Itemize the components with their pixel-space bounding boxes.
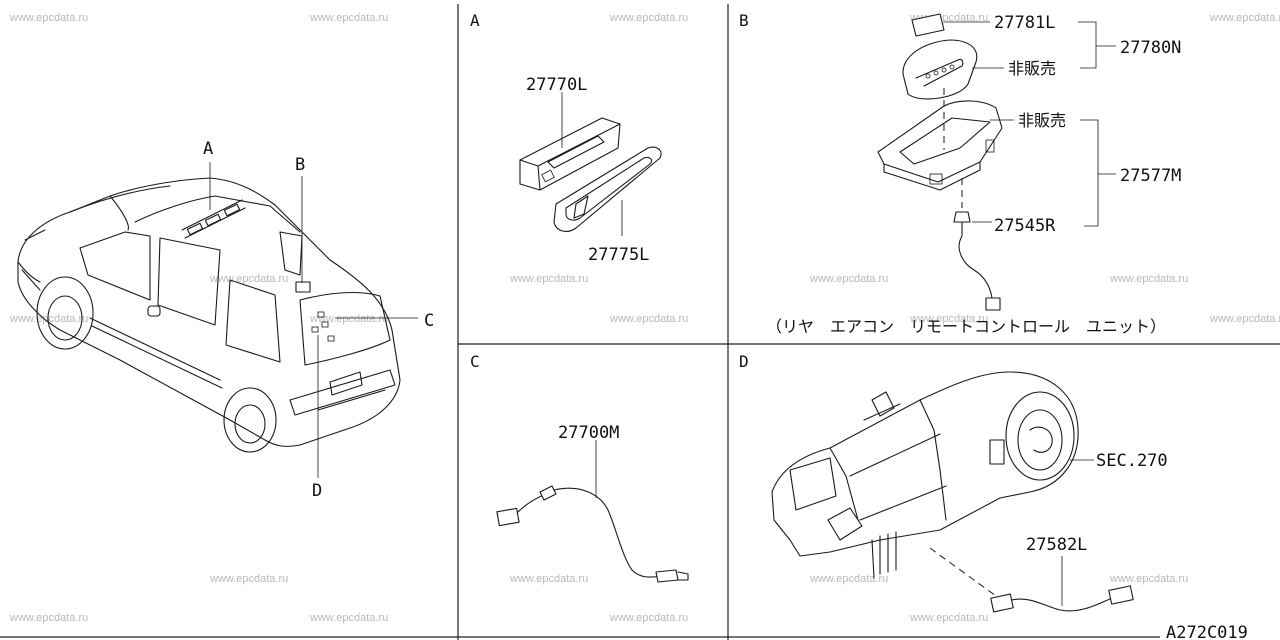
watermark: www.epcdata.ru <box>209 273 288 285</box>
panel-dividers <box>0 4 1280 640</box>
watermark: www.epcdata.ru <box>609 612 688 624</box>
label-plate <box>911 13 945 37</box>
watermark: www.epcdata.ru <box>9 313 88 325</box>
watermark: www.epcdata.ru <box>1109 273 1188 285</box>
watermark: www.epcdata.ru <box>9 12 88 24</box>
not-for-sale-label: 非販売 <box>1018 111 1066 130</box>
callout-c: C <box>424 311 434 331</box>
part-number: 27577M <box>1120 166 1181 186</box>
panel-d: D SEC.270 27582L <box>739 352 1168 613</box>
part-number: 27770L <box>526 75 587 95</box>
part-number: 27775L <box>588 245 649 265</box>
lamp-lens <box>553 146 662 232</box>
panel-c: C 27700M <box>470 352 689 583</box>
watermark: www.epcdata.ru <box>909 612 988 624</box>
callout-a: A <box>203 139 213 159</box>
panel-a: A 27770L 27775L <box>470 11 662 265</box>
watermark: www.epcdata.ru <box>309 12 388 24</box>
watermark: www.epcdata.ru <box>209 573 288 585</box>
watermark: www.epcdata.ru <box>809 573 888 585</box>
callout-d: D <box>312 481 322 501</box>
bulb-harness <box>953 211 1001 311</box>
sensor-harness <box>496 485 689 583</box>
watermark: www.epcdata.ru <box>809 273 888 285</box>
panel-letter-c: C <box>470 352 480 371</box>
watermark: www.epcdata.ru <box>509 573 588 585</box>
part-number: 27780N <box>1120 38 1181 58</box>
panel-letter-d: D <box>739 352 749 371</box>
lamp-unit <box>519 117 621 191</box>
control-housing <box>877 100 1003 191</box>
part-number: 27781L <box>994 13 1055 33</box>
watermark: www.epcdata.ru <box>309 313 388 325</box>
assembly-caption: （リヤ エアコン リモートコントロール ユニット） <box>766 317 1166 336</box>
watermark: www.epcdata.ru <box>309 612 388 624</box>
section-reference: SEC.270 <box>1096 451 1168 471</box>
watermark: www.epcdata.ru <box>609 12 688 24</box>
watermark: www.epcdata.ru <box>1209 313 1280 325</box>
vehicle-overview: A B C D <box>17 139 434 501</box>
not-for-sale-label: 非販売 <box>1008 59 1056 78</box>
part-number: 27582L <box>1026 535 1087 555</box>
sensor-harness <box>990 585 1134 613</box>
hvac-unit <box>771 371 1079 579</box>
watermark: www.epcdata.ru <box>609 313 688 325</box>
watermark: www.epcdata.ru <box>509 273 588 285</box>
callout-b: B <box>295 155 305 175</box>
watermark: www.epcdata.ru <box>9 612 88 624</box>
switch-panel <box>902 39 978 100</box>
watermark: www.epcdata.ru <box>909 313 988 325</box>
watermark: www.epcdata.ru <box>1109 573 1188 585</box>
watermark: www.epcdata.ru <box>1209 12 1280 24</box>
part-number: 27700M <box>558 423 619 443</box>
watermark-layer: www.epcdata.ru www.epcdata.ru www.epcdat… <box>9 12 1280 624</box>
part-number: 27545R <box>994 216 1056 236</box>
panel-letter-a: A <box>470 11 480 30</box>
panel-b: B <box>739 11 1181 336</box>
diagram-id: A272C019 <box>1166 623 1248 640</box>
panel-letter-b: B <box>739 11 749 30</box>
